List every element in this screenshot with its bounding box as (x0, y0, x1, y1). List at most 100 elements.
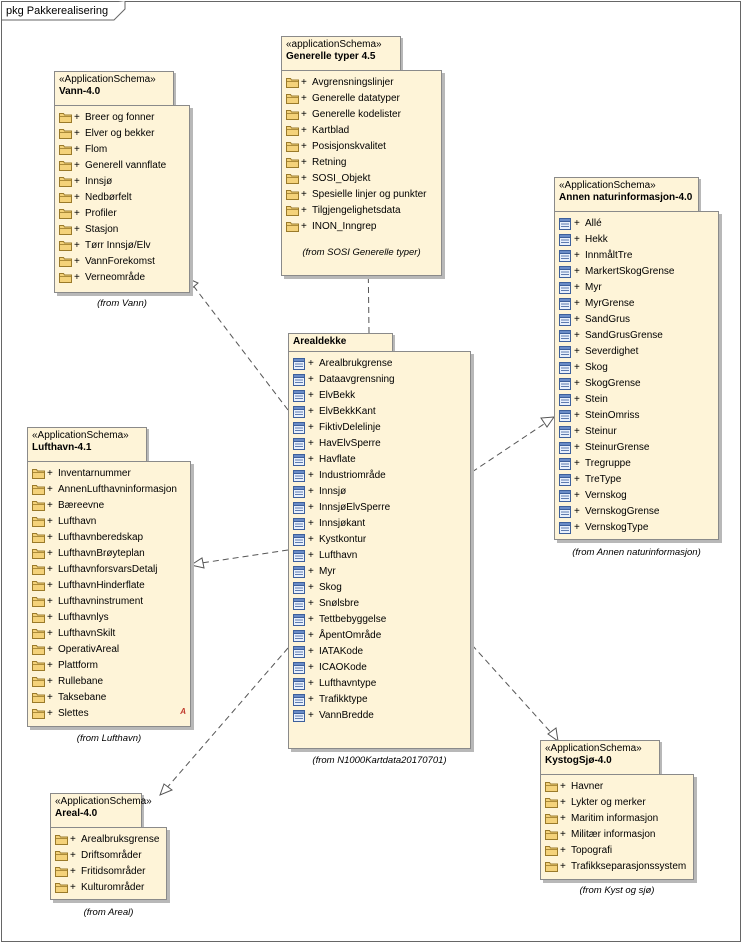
package-member[interactable]: +Industriområde (291, 468, 470, 484)
visibility-marker: + (308, 422, 314, 433)
package-member[interactable]: +Generelle kodelister (284, 107, 441, 123)
package-member[interactable]: +Kulturområder (53, 880, 166, 896)
package-member[interactable]: +Kystkontur (291, 532, 470, 548)
package-member[interactable]: +Lykter og merker (543, 795, 693, 811)
folder-icon (286, 77, 299, 94)
package-member[interactable]: +Tørr Innsjø/Elv (57, 238, 189, 254)
package-member[interactable]: +Snølsbre (291, 596, 470, 612)
package-member[interactable]: +Generell vannflate (57, 158, 189, 174)
package-member[interactable]: +VernskogGrense (557, 504, 718, 520)
package-member[interactable]: +TreType (557, 472, 718, 488)
package-member[interactable]: +Flom (57, 142, 189, 158)
package-member[interactable]: +Trafikktype (291, 692, 470, 708)
package-member[interactable]: +INON_Inngrep (284, 219, 441, 235)
package-member[interactable]: +Steinur (557, 424, 718, 440)
package-member[interactable]: +ElvBekk (291, 388, 470, 404)
package-member[interactable]: +SOSI_Objekt (284, 171, 441, 187)
package-member[interactable]: +HavElvSperre (291, 436, 470, 452)
package-member[interactable]: +SandGrusGrense (557, 328, 718, 344)
package-member[interactable]: +Slettes (30, 706, 190, 722)
package-member[interactable]: +ICAOKode (291, 660, 470, 676)
package-member[interactable]: +Innsjø (57, 174, 189, 190)
package-member[interactable]: +InnsjøElvSperre (291, 500, 470, 516)
package-member[interactable]: +LufthavnSkilt (30, 626, 190, 642)
package-member[interactable]: +Lufthavn (30, 514, 190, 530)
package-member[interactable]: +MyrGrense (557, 296, 718, 312)
visibility-marker: + (574, 330, 580, 341)
package-member[interactable]: +Breer og fonner (57, 110, 189, 126)
package-member[interactable]: +Dataavgrensning (291, 372, 470, 388)
package-member[interactable]: +Inventarnummer (30, 466, 190, 482)
package-member[interactable]: +Elver og bekker (57, 126, 189, 142)
package-member[interactable]: +MarkertSkogGrense (557, 264, 718, 280)
package-member[interactable]: +Vernskog (557, 488, 718, 504)
package-member[interactable]: +AnnenLufthavninformasjon (30, 482, 190, 498)
package-member[interactable]: +Trafikkseparasjonssystem (543, 859, 693, 875)
package-member[interactable]: +Skog (291, 580, 470, 596)
package-member[interactable]: +Lufthavnlys (30, 610, 190, 626)
package-member[interactable]: +Lufthavn (291, 548, 470, 564)
package-member[interactable]: +Stasjon (57, 222, 189, 238)
package-member[interactable]: +Tregruppe (557, 456, 718, 472)
member-label: MarkertSkogGrense (585, 266, 675, 277)
visibility-marker: + (574, 282, 580, 293)
diagram-frame-tab: pkg Pakkerealisering (1, 1, 126, 21)
package-member[interactable]: +Bæreevne (30, 498, 190, 514)
package-member[interactable]: +Stein (557, 392, 718, 408)
package-member[interactable]: +Lufthavnberedskap (30, 530, 190, 546)
package-member[interactable]: +Taksebane (30, 690, 190, 706)
member-label: Generelle datatyper (312, 93, 400, 104)
package-member[interactable]: +Militær informasjon (543, 827, 693, 843)
package-member[interactable]: +OperativAreal (30, 642, 190, 658)
package-member[interactable]: +LufthavnBrøyteplan (30, 546, 190, 562)
package-member[interactable]: +LufthavnforsvarsDetalj (30, 562, 190, 578)
package-member[interactable]: +VernskogType (557, 520, 718, 536)
package-member[interactable]: +Profiler (57, 206, 189, 222)
package-member[interactable]: +ÅpentOmråde (291, 628, 470, 644)
package-member[interactable]: +SteinOmriss (557, 408, 718, 424)
package-member[interactable]: +Generelle datatyper (284, 91, 441, 107)
package-member[interactable]: +Hekk (557, 232, 718, 248)
package-member[interactable]: +Lufthavntype (291, 676, 470, 692)
package-member[interactable]: +LufthavnHinderflate (30, 578, 190, 594)
package-member[interactable]: +Plattform (30, 658, 190, 674)
package-member[interactable]: +Myr (557, 280, 718, 296)
package-member[interactable]: +SteinurGrense (557, 440, 718, 456)
package-member[interactable]: +ElvBekkKant (291, 404, 470, 420)
package-member[interactable]: +Fritidsområder (53, 864, 166, 880)
package-member[interactable]: +Innsjøkant (291, 516, 470, 532)
package-member[interactable]: +Maritim informasjon (543, 811, 693, 827)
package-member[interactable]: +Havner (543, 779, 693, 795)
class-icon (293, 694, 305, 712)
package-member[interactable]: +Nedbørfelt (57, 190, 189, 206)
package-member[interactable]: +VannBredde (291, 708, 470, 724)
package-member[interactable]: +Kartblad (284, 123, 441, 139)
package-member[interactable]: +Lufthavninstrument (30, 594, 190, 610)
package-member[interactable]: +Arealbruksgrense (53, 832, 166, 848)
class-icon (293, 598, 305, 616)
package-member[interactable]: +Driftsområder (53, 848, 166, 864)
package-member[interactable]: +Tettbebyggelse (291, 612, 470, 628)
package-member[interactable]: +Allé (557, 216, 718, 232)
package-name: Vann-4.0 (59, 86, 101, 97)
package-member[interactable]: +SkogGrense (557, 376, 718, 392)
package-member[interactable]: +Havflate (291, 452, 470, 468)
package-member[interactable]: +Rullebane (30, 674, 190, 690)
package-member[interactable]: +Spesielle linjer og punkter (284, 187, 441, 203)
package-member[interactable]: +IATAKode (291, 644, 470, 660)
package-member[interactable]: +Severdighet (557, 344, 718, 360)
package-member[interactable]: +Topografi (543, 843, 693, 859)
package-member[interactable]: +FiktivDelelinje (291, 420, 470, 436)
package-member[interactable]: +InnmåltTre (557, 248, 718, 264)
package-member[interactable]: +SandGrus (557, 312, 718, 328)
package-member[interactable]: +VannForekomst (57, 254, 189, 270)
package-member[interactable]: +Tilgjengelighetsdata (284, 203, 441, 219)
package-member[interactable]: +Posisjonskvalitet (284, 139, 441, 155)
package-member[interactable]: +Myr (291, 564, 470, 580)
package-member[interactable]: +Verneområde (57, 270, 189, 286)
package-member[interactable]: +Skog (557, 360, 718, 376)
package-member[interactable]: +Innsjø (291, 484, 470, 500)
package-member[interactable]: +Arealbrukgrense (291, 356, 470, 372)
package-member[interactable]: +Avgrensningslinjer (284, 75, 441, 91)
package-member[interactable]: +Retning (284, 155, 441, 171)
